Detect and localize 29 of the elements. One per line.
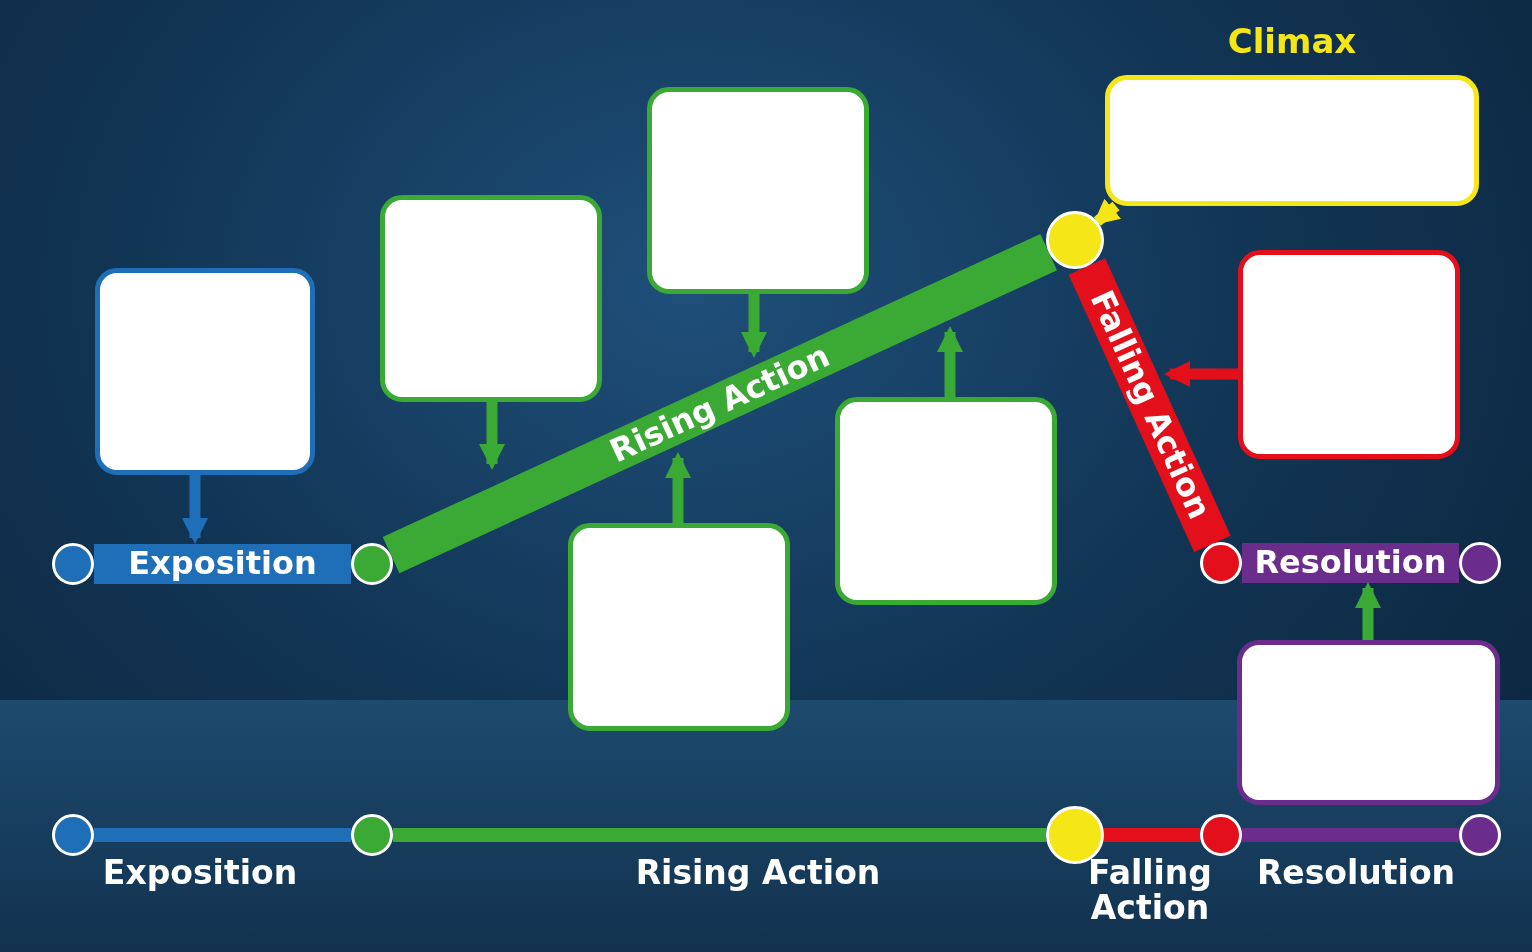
answer-box: [95, 268, 315, 475]
timeline-segment: [1242, 828, 1459, 842]
arrow: [182, 475, 208, 544]
timeline-segment: [94, 828, 351, 842]
answer-box: [380, 195, 602, 402]
edge-label: Resolution: [1256, 856, 1456, 891]
edge-label: Exposition: [102, 856, 298, 891]
timeline-segment: [1104, 828, 1200, 842]
answer-box: [1238, 250, 1460, 459]
plot-band: [1242, 543, 1459, 583]
edge-label: Falling Action: [1087, 856, 1213, 926]
answer-box: [1237, 640, 1500, 805]
answer-box: [647, 87, 869, 294]
answer-box: [568, 523, 790, 731]
plot-band: [94, 544, 351, 584]
arrow: [665, 452, 691, 523]
edge-label: Rising Action: [635, 856, 881, 891]
heading: Climax: [1226, 21, 1358, 61]
answer-box: [835, 397, 1057, 605]
arrow: [1164, 361, 1238, 387]
arrow: [937, 326, 963, 397]
arrow: [1355, 582, 1381, 640]
edge-label: Exposition: [128, 547, 317, 581]
timeline-segment: [393, 828, 1046, 842]
plot-band: [382, 233, 1058, 574]
arrow: [479, 402, 505, 470]
edge-label: Resolution: [1254, 546, 1447, 580]
arrow: [741, 294, 767, 358]
arrow: [1092, 198, 1121, 226]
